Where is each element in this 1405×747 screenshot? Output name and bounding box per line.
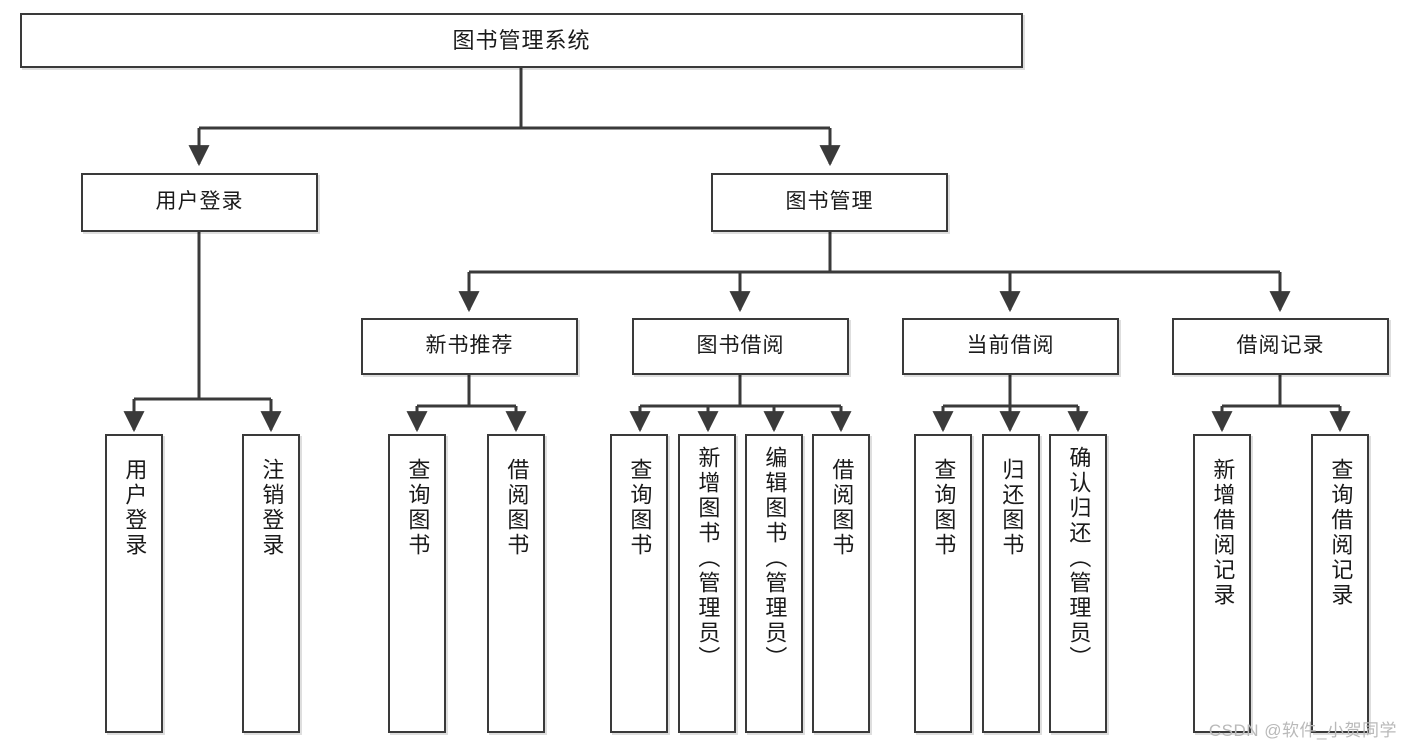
leaf-add-book-admin[interactable]: 新增图书（管理员） (678, 434, 736, 733)
node-label: 新增图书（管理员） (695, 446, 721, 671)
leaf-borrow-book-recommend[interactable]: 借阅图书 (487, 434, 545, 733)
node-label: 确认归还（管理员） (1066, 446, 1092, 671)
watermark-text: CSDN @软件_小贺同学 (1208, 721, 1397, 740)
node-borrow-record[interactable]: 借阅记录 (1172, 318, 1389, 375)
node-label: 编辑图书（管理员） (762, 446, 788, 671)
leaf-borrow-book-borrow[interactable]: 借阅图书 (812, 434, 870, 733)
node-label: 图书管理 (785, 190, 874, 214)
leaf-query-book-borrow[interactable]: 查询图书 (610, 434, 668, 733)
leaf-query-book-current[interactable]: 查询图书 (914, 434, 972, 733)
node-label: 借阅图书 (504, 458, 530, 558)
node-label: 查询借阅记录 (1328, 458, 1354, 608)
leaf-edit-book-admin[interactable]: 编辑图书（管理员） (745, 434, 803, 733)
node-book-borrow[interactable]: 图书借阅 (632, 318, 849, 375)
node-label: 用户登录 (122, 458, 148, 558)
node-label: 新书推荐 (425, 334, 514, 358)
leaf-logout-login[interactable]: 注销登录 (242, 434, 300, 733)
node-label: 查询图书 (931, 458, 957, 558)
node-label: 归还图书 (999, 458, 1025, 558)
leaf-user-login[interactable]: 用户登录 (105, 434, 163, 733)
node-current-borrow[interactable]: 当前借阅 (902, 318, 1119, 375)
node-label: 查询图书 (627, 458, 653, 558)
leaf-return-book[interactable]: 归还图书 (982, 434, 1040, 733)
leaf-query-book-recommend[interactable]: 查询图书 (388, 434, 446, 733)
node-user-login[interactable]: 用户登录 (81, 173, 318, 232)
leaf-query-borrow-record[interactable]: 查询借阅记录 (1311, 434, 1369, 733)
leaf-add-borrow-record[interactable]: 新增借阅记录 (1193, 434, 1251, 733)
node-root-book-management-system[interactable]: 图书管理系统 (20, 13, 1023, 68)
node-label: 查询图书 (405, 458, 431, 558)
node-label: 借阅记录 (1236, 334, 1325, 358)
node-book-manage[interactable]: 图书管理 (711, 173, 948, 232)
node-label: 新增借阅记录 (1210, 458, 1236, 608)
node-label: 当前借阅 (966, 334, 1055, 358)
node-label: 图书借阅 (696, 334, 785, 358)
leaf-confirm-return-admin[interactable]: 确认归还（管理员） (1049, 434, 1107, 733)
node-label: 用户登录 (155, 190, 244, 214)
node-label: 图书管理系统 (452, 27, 591, 53)
node-label: 注销登录 (259, 458, 285, 558)
node-new-book-recommend[interactable]: 新书推荐 (361, 318, 578, 375)
node-label: 借阅图书 (829, 458, 855, 558)
